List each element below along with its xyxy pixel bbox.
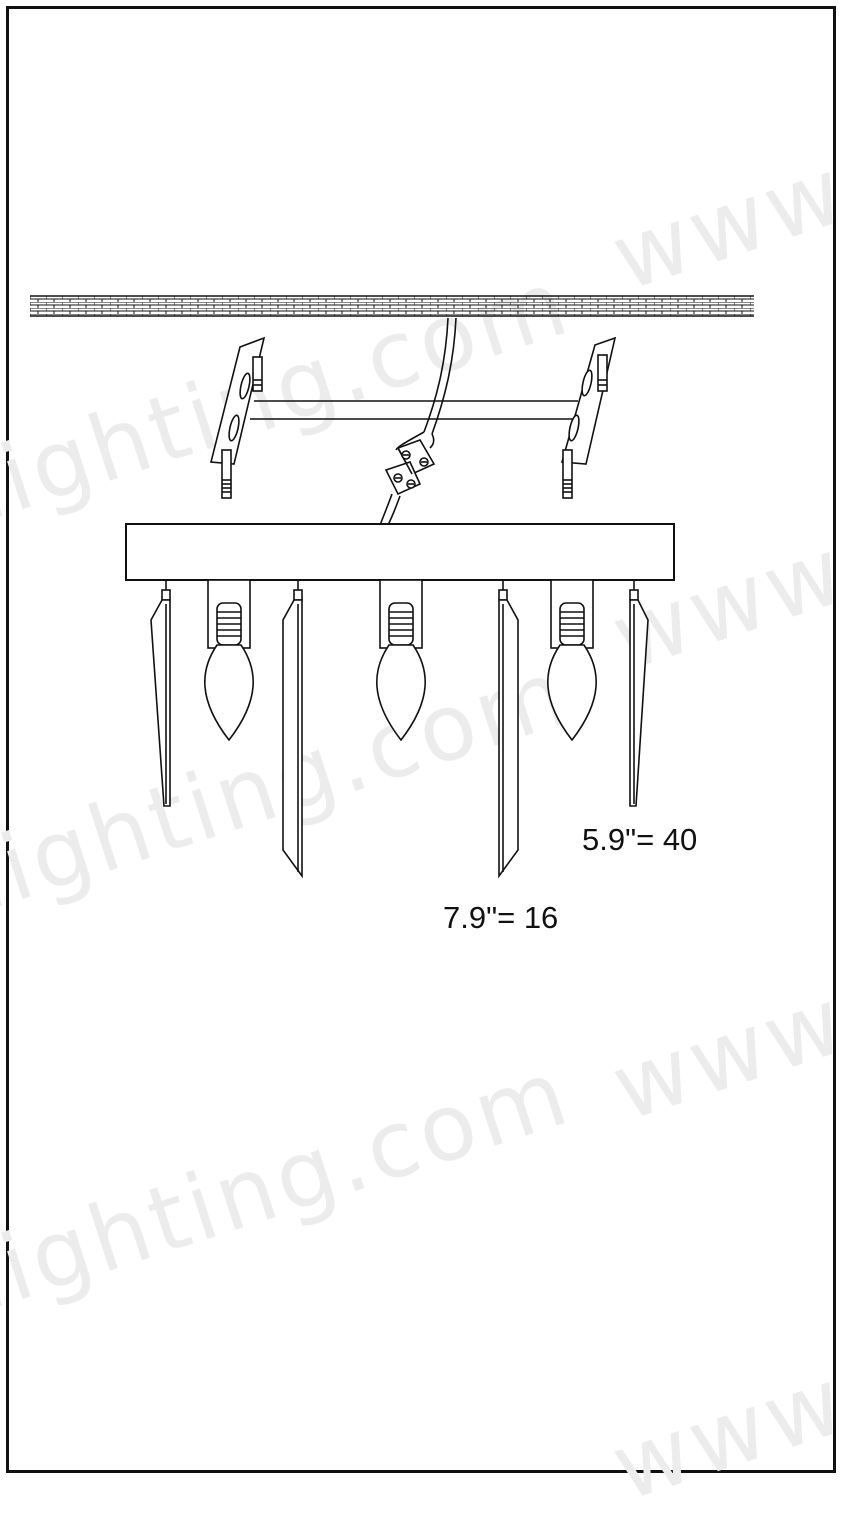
bulb-center: [376, 579, 426, 742]
bulb-left: [204, 579, 254, 742]
supply-wire: [423, 317, 457, 435]
diagram-frame: [6, 6, 836, 1473]
bulb-right: [547, 579, 597, 742]
ceiling-brick: [30, 295, 754, 317]
chandelier-installation-diagram: [30, 295, 754, 879]
canopy-bar: [125, 523, 675, 581]
dimension-label-long-crystal: 7.9"= 16: [443, 900, 559, 935]
lower-wire: [379, 431, 435, 526]
mounting-bracket: [209, 336, 617, 499]
crystal-long-1: [282, 580, 303, 879]
crystal-short-1: [150, 580, 171, 807]
dimension-label-short-crystal: 5.9"= 40: [582, 822, 698, 857]
crystal-long-2: [498, 580, 519, 879]
terminal-block: [384, 439, 436, 496]
crystal-short-2: [629, 580, 649, 807]
